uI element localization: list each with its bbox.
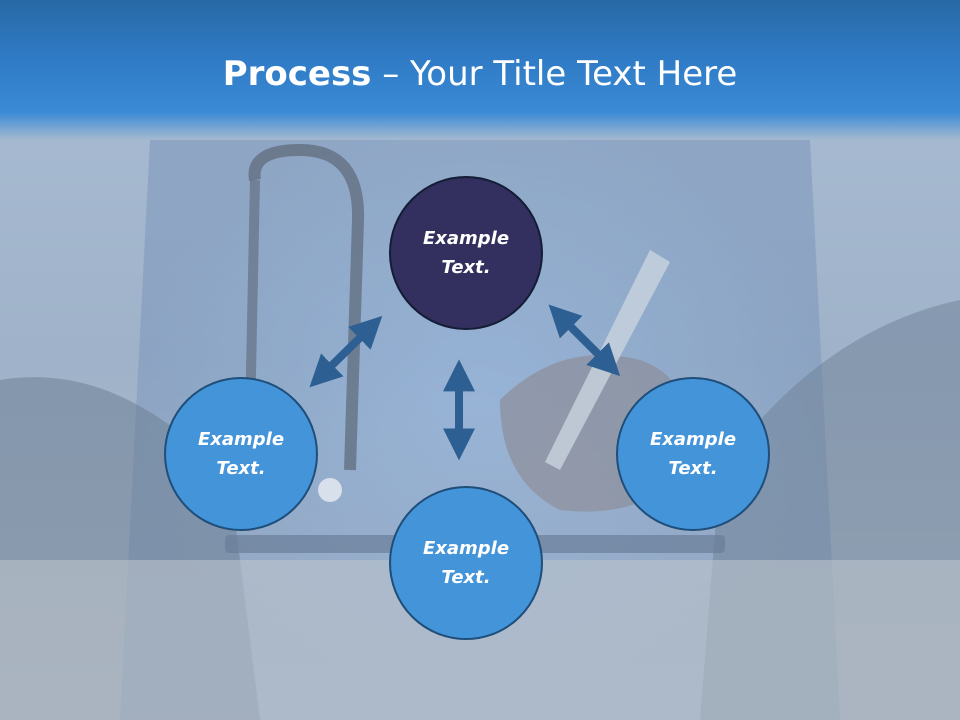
arrow-top-right [548, 304, 621, 377]
process-node-right-text: Example Text. [649, 429, 737, 479]
title-bar [0, 0, 960, 140]
arrow-top-left [309, 315, 383, 388]
process-node-bottom[interactable]: Example Text. [389, 486, 543, 640]
process-node-left-text: Example Text. [197, 429, 285, 479]
slide-title: Process – Your Title Text Here [0, 52, 960, 96]
process-node-right[interactable]: Example Text. [616, 377, 770, 531]
process-node-left[interactable]: Example Text. [164, 377, 318, 531]
process-node-top-text: Example Text. [422, 228, 510, 278]
process-node-top[interactable]: Example Text. [389, 176, 543, 330]
slide-title-bold: Process [222, 54, 372, 94]
slide-title-rest: – Your Title Text Here [371, 54, 738, 94]
process-node-bottom-text: Example Text. [422, 538, 510, 588]
